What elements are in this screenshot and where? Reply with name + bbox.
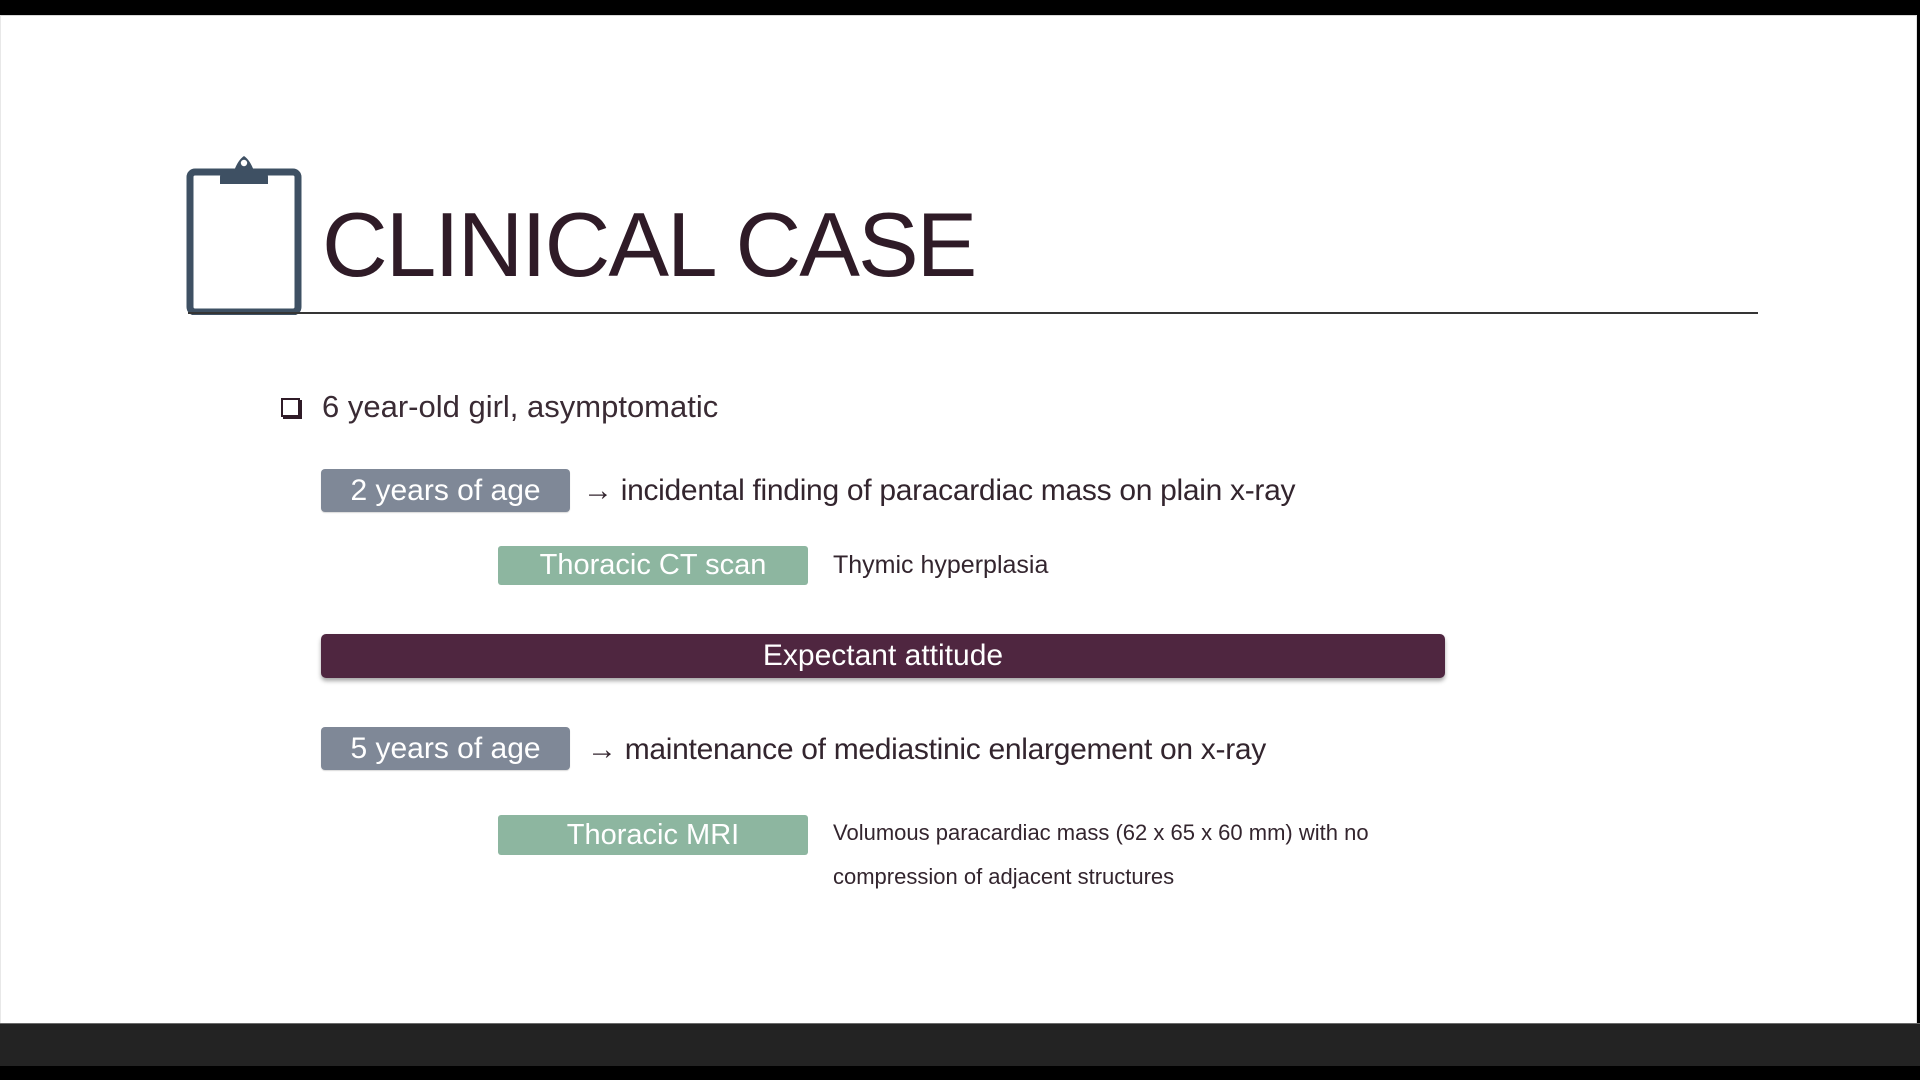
decision-bar: Expectant attitude: [321, 634, 1445, 678]
exam-result-ct: Thymic hyperplasia: [833, 551, 1049, 579]
finding-5-years: → maintenance of mediastinic enlargement…: [587, 733, 1266, 766]
checkbox-square-icon: [281, 397, 300, 417]
title-underline: [188, 312, 1758, 314]
patient-summary: 6 year-old girl, asymptomatic: [281, 386, 718, 428]
age-badge-2-years: 2 years of age: [321, 469, 570, 512]
exam-badge-mri: Thoracic MRI: [498, 815, 808, 855]
player-control-bar: [0, 1023, 1920, 1066]
clipboard-icon: [186, 156, 302, 315]
exam-result-mri: Volumous paracardiac mass (62 x 65 x 60 …: [833, 820, 1369, 889]
patient-summary-text: 6 year-old girl, asymptomatic: [322, 389, 719, 424]
age-badge-5-years: 5 years of age: [321, 727, 570, 770]
exam-badge-ct: Thoracic CT scan: [498, 546, 808, 585]
slide: [0, 15, 1917, 1023]
finding-2-years: → incidental finding of paracardiac mass…: [583, 474, 1296, 507]
page-title: CLINICAL CASE: [322, 195, 977, 296]
